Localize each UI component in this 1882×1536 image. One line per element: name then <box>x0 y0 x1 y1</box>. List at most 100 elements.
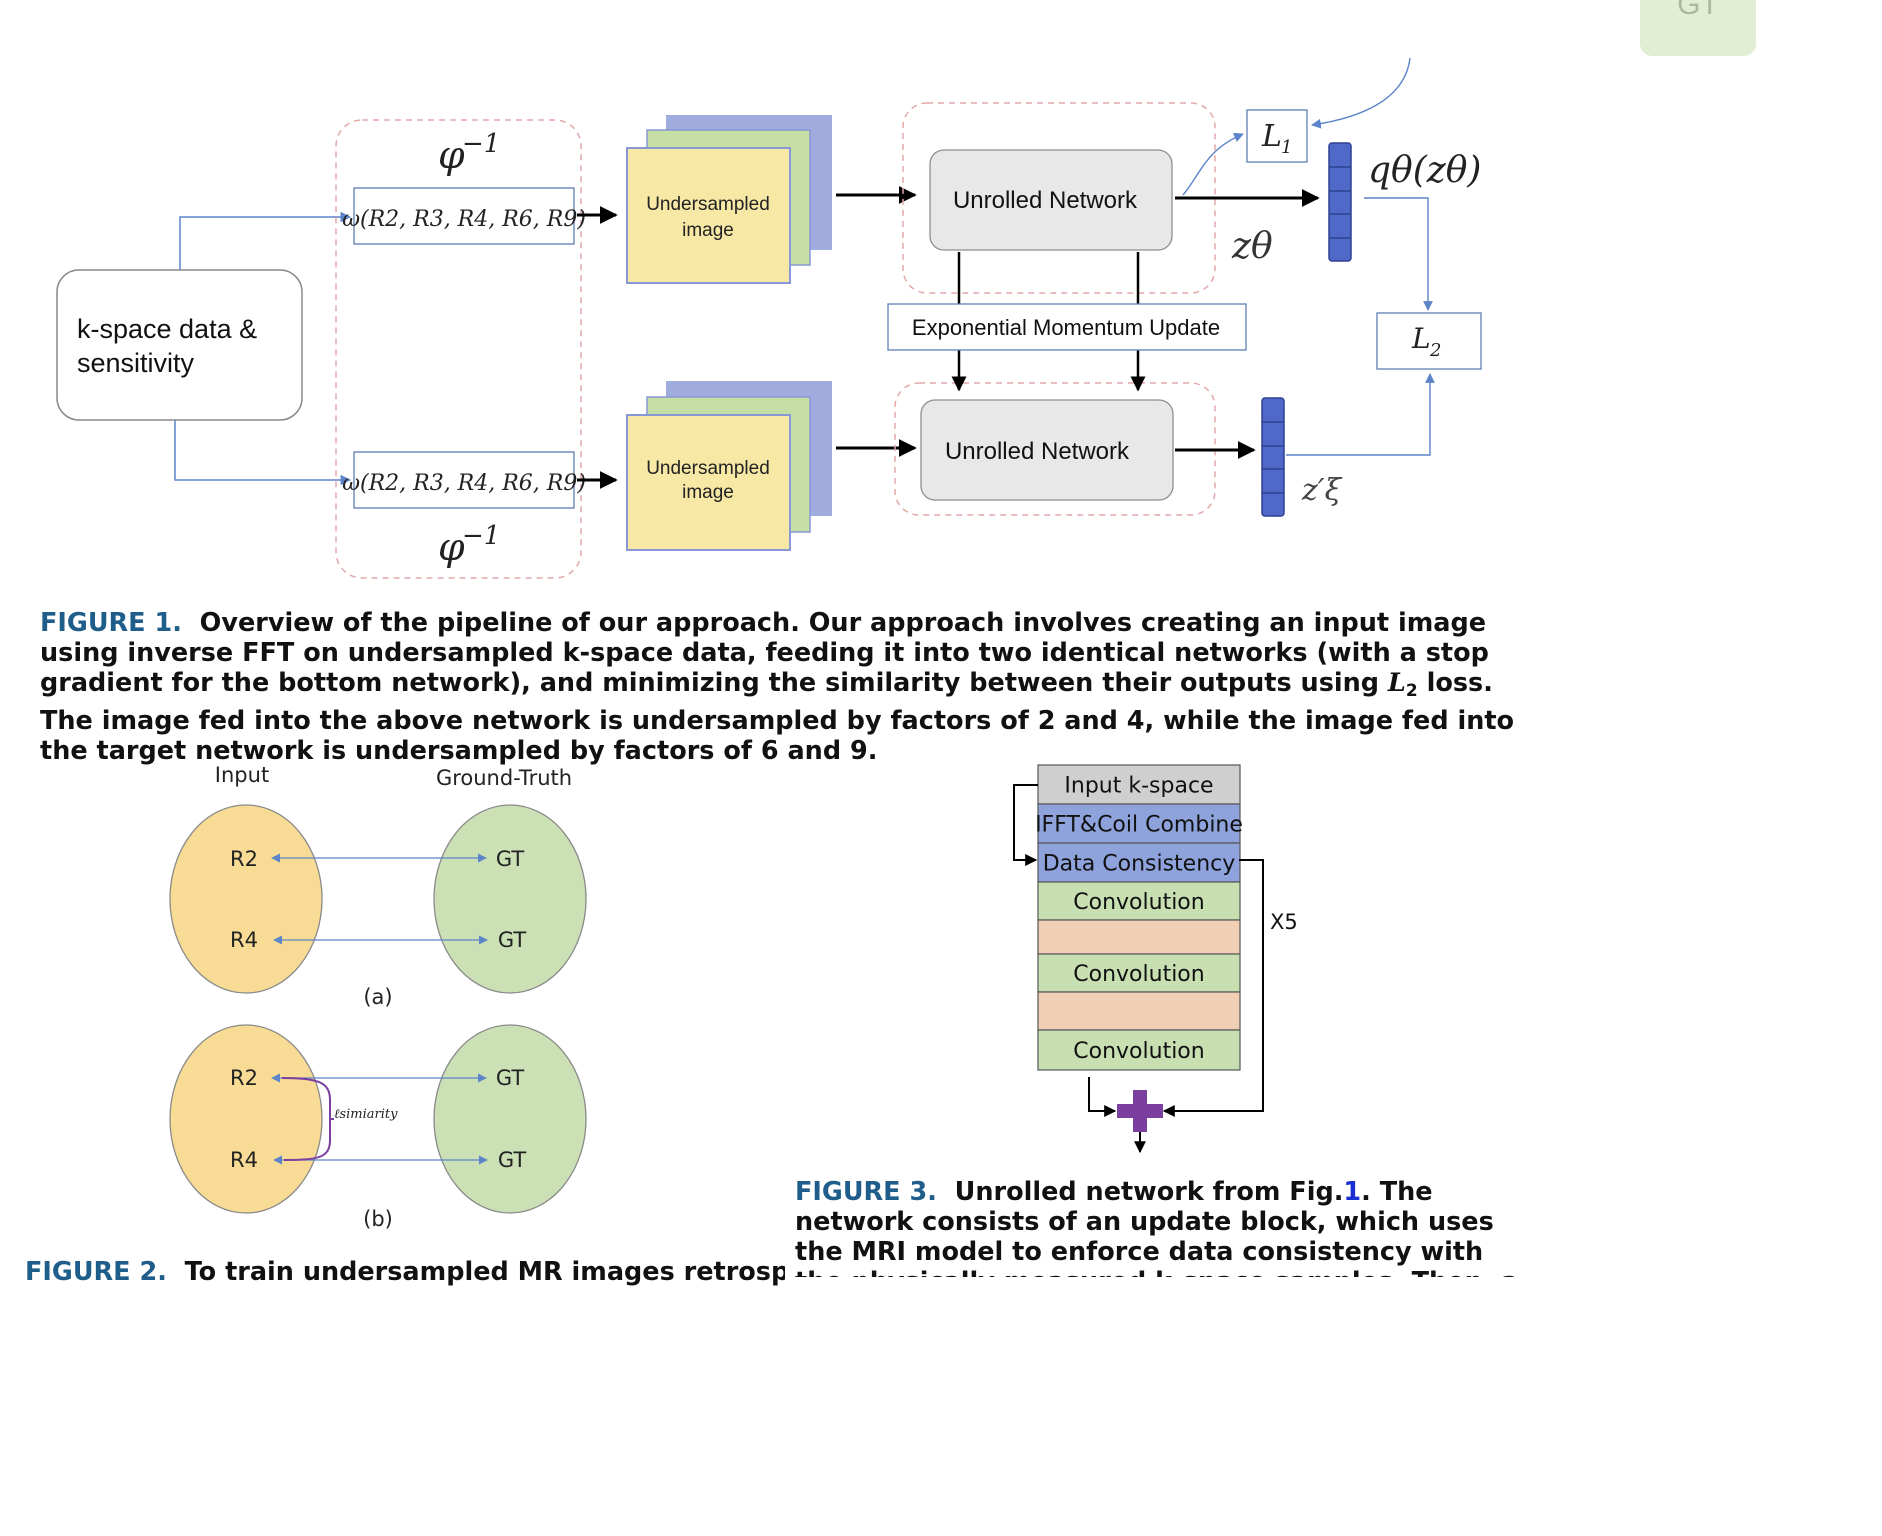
repeat-label: X5 <box>1270 910 1298 934</box>
r4-label: R4 <box>230 928 258 952</box>
kspace-box: k-space data & sensitivity <box>56 269 303 421</box>
ema-label: Exponential Momentum Update <box>912 315 1220 340</box>
panel-a: R2 R4 GT GT (a) <box>169 804 587 1009</box>
ema-box: Exponential Momentum Update <box>887 303 1247 351</box>
q-to-l2-arrow <box>1364 197 1433 311</box>
r4-label: R4 <box>230 1148 258 1172</box>
gt-box-label: GT <box>1677 0 1719 21</box>
l1-symbol: L <box>1261 119 1282 154</box>
online-network-region <box>902 102 1216 294</box>
layer-block <box>1037 764 1241 805</box>
phi-inverse-bottom: φ −1 <box>438 521 500 569</box>
kspace-to-top-arrow <box>179 211 352 270</box>
omega-box-bottom: ω(R2, R3, R4, R6, R9) <box>342 451 586 509</box>
layer-label: Convolution <box>1073 1039 1204 1064</box>
gt-label: GT <box>498 928 527 952</box>
layer-block <box>1037 803 1241 844</box>
undersampled-label-line1: Undersampled <box>646 194 770 215</box>
layer-label: Input k-space <box>1064 774 1213 799</box>
layer-label: IFFT&Coil Combine <box>1035 813 1243 838</box>
layer-block <box>1037 881 1241 921</box>
layer-block <box>1037 919 1241 955</box>
figure1-caption-label: FIGURE 1. <box>40 608 182 638</box>
layer-block <box>1037 953 1241 993</box>
z-xi-to-l2-arrow <box>1286 373 1435 456</box>
figure2-caption-text: To train undersampled MR images retrospe… <box>184 1257 785 1287</box>
omega-label-top: ω(R2, R3, R4, R6, R9) <box>342 207 586 232</box>
input-title: Input <box>215 763 269 787</box>
embedding-vector-bottom <box>1261 397 1285 517</box>
figure3-caption-text-b: . The network consists of an update bloc… <box>795 1177 1518 1277</box>
q-theta-label: qθ(zθ) <box>1368 150 1481 191</box>
figure1-caption-math: L <box>1387 668 1406 698</box>
gt-ellipse <box>433 804 587 994</box>
z-theta-label: zθ <box>1231 226 1273 267</box>
phi-exponent: −1 <box>462 521 500 551</box>
similarity-label: ℓsimiarity <box>334 1107 398 1122</box>
figure3-caption-label: FIGURE 3. <box>795 1177 937 1207</box>
omega-box-top: ω(R2, R3, R4, R6, R9) <box>342 187 586 245</box>
undersampled-label-line2: image <box>682 482 734 503</box>
gt-to-l1-arrow <box>1311 57 1411 129</box>
kspace-label-line1: k-space data & <box>77 314 257 344</box>
phi-exponent: −1 <box>462 129 500 159</box>
l2-subscript: 2 <box>1429 340 1441 361</box>
figure1-caption-math-sub: 2 <box>1405 681 1418 701</box>
figure3-caption-text-a: Unrolled network from Fig. <box>954 1177 1344 1207</box>
gt-label: GT <box>496 1066 525 1090</box>
figure3-caption-ref: 1 <box>1343 1177 1362 1207</box>
figure-1: GT k-space data & sensitivity φ −1 φ −1 … <box>56 0 1756 579</box>
panel-tag: (a) <box>363 985 392 1009</box>
undersampled-stack-bottom: Undersampled image <box>626 381 832 551</box>
input-ellipse <box>169 804 323 994</box>
figure1-caption-text-b: loss. The image fed into the above netwo… <box>40 668 1515 766</box>
unrolled-network-label: Unrolled Network <box>953 187 1138 214</box>
l1-loss-box: L 1 <box>1246 109 1308 163</box>
phi-symbol: φ <box>438 525 465 569</box>
conv-to-sum-arrow <box>1088 1077 1117 1117</box>
l2-loss-box: L 2 <box>1376 312 1482 370</box>
target-network-region <box>894 382 1216 516</box>
input-ellipse <box>169 1024 323 1214</box>
unrolled-network-top: Unrolled Network <box>929 149 1173 251</box>
figure3-caption: FIGURE 3. Unrolled network from Fig.1. T… <box>795 1177 1525 1277</box>
figure2-caption: FIGURE 2. To train undersampled MR image… <box>25 1257 785 1287</box>
figure2-caption-label: FIGURE 2. <box>25 1257 167 1287</box>
sum-plus-icon <box>1117 1090 1163 1132</box>
gt-box: GT <box>1640 0 1756 56</box>
undersampled-label-line2: image <box>682 220 734 241</box>
phi-inverse-top: φ −1 <box>438 129 500 177</box>
layer-label: Convolution <box>1073 890 1204 915</box>
r2-label: R2 <box>230 847 258 871</box>
omega-label-bottom: ω(R2, R3, R4, R6, R9) <box>342 471 586 496</box>
kspace-to-bottom-arrow <box>174 420 352 486</box>
gt-label: GT <box>498 1148 527 1172</box>
ground-truth-title: Ground-Truth <box>436 766 572 790</box>
l2-symbol: L <box>1411 322 1431 355</box>
layer-block <box>1037 842 1241 883</box>
figure1-caption-text-a: Overview of the pipeline of our approach… <box>40 608 1489 698</box>
layer-label: Convolution <box>1073 962 1204 987</box>
unrolled-network-label: Unrolled Network <box>945 438 1130 465</box>
figure1-caption: FIGURE 1. Overview of the pipeline of ou… <box>40 608 1530 766</box>
layer-block <box>1037 991 1241 1031</box>
inverse-transform-region <box>335 119 582 579</box>
undersampled-stack-top: Undersampled image <box>626 115 832 284</box>
gt-label: GT <box>496 847 525 871</box>
loop-arrow <box>1013 784 1038 866</box>
unrolled-network-bottom: Unrolled Network <box>920 399 1174 501</box>
panel-b: R2 R4 GT GT ℓsimiarity (b) <box>169 1024 587 1231</box>
embedding-vector-top <box>1328 142 1352 262</box>
undersampled-label-line1: Undersampled <box>646 458 770 479</box>
z-xi-label: z′ξ <box>1301 473 1343 508</box>
l1-subscript: 1 <box>1281 137 1292 158</box>
panel-tag: (b) <box>363 1207 393 1231</box>
phi-symbol: φ <box>438 133 465 177</box>
network-to-l1-arrow <box>1182 132 1244 196</box>
kspace-label-line2: sensitivity <box>77 348 195 378</box>
layer-block <box>1037 1029 1241 1071</box>
residual-skip-arrow <box>1162 859 1264 1117</box>
r2-label: R2 <box>230 1066 258 1090</box>
